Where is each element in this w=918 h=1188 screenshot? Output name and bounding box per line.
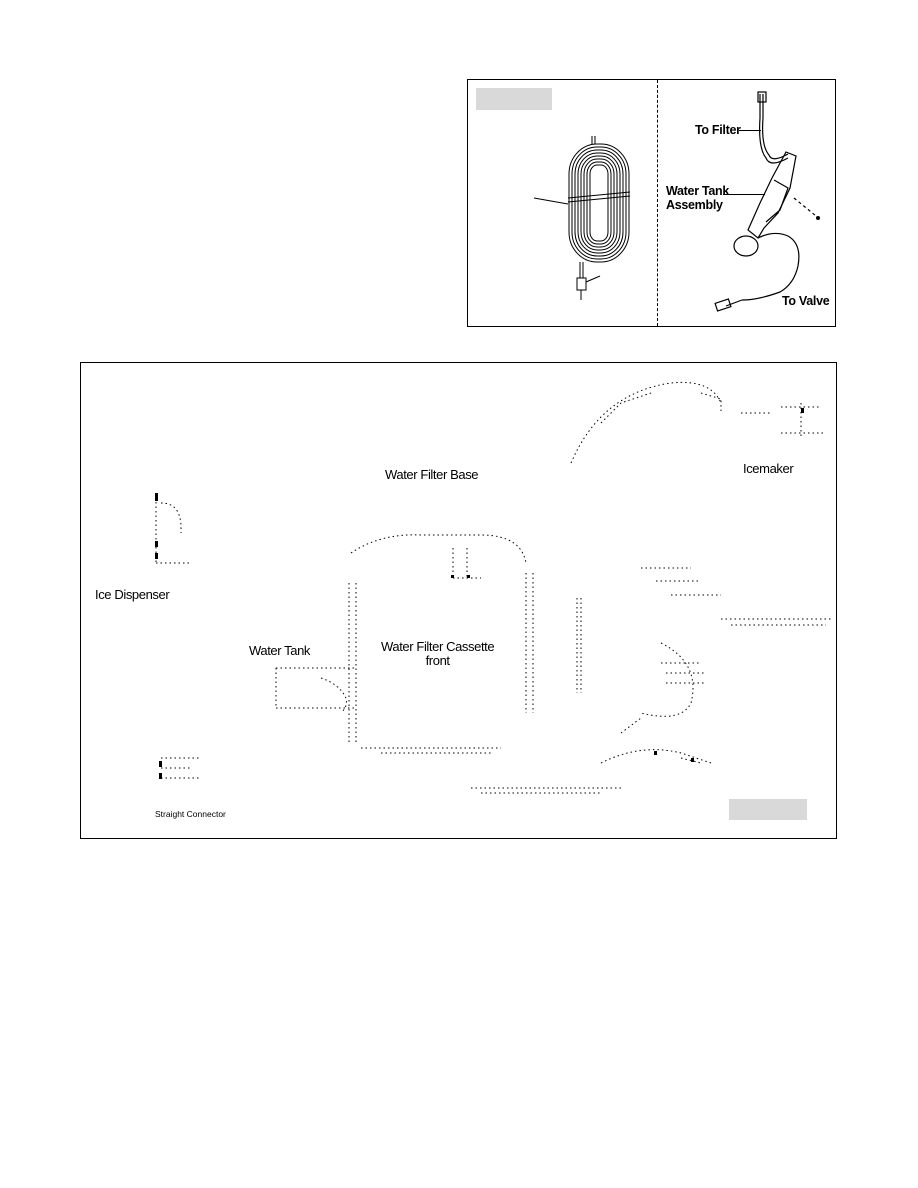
water-tank-assembly-illustration <box>714 91 820 312</box>
water-filter-base-label: Water Filter Base <box>385 467 479 482</box>
water-tank-figure: To Filter Water Tank Assembly To Valve <box>467 79 836 327</box>
straight-connector-label: Straight Connector <box>155 809 226 819</box>
figure-divider <box>657 80 658 326</box>
water-tank-assembly-label-line1: Water Tank <box>666 184 729 198</box>
water-tank-assembly-label: Water Tank Assembly <box>666 184 729 212</box>
water-filter-cassette-label-line2: front <box>425 653 450 668</box>
ice-dispenser-label: Ice Dispenser <box>95 587 170 602</box>
water-line-schematic-drawing <box>155 381 831 794</box>
to-valve-label: To Valve <box>782 294 830 308</box>
water-tank-label: Water Tank <box>249 643 311 658</box>
leader-line <box>723 194 765 196</box>
figure-number-tag <box>729 799 807 820</box>
water-filter-cassette-label-line1: Water Filter Cassette <box>381 639 495 654</box>
water-filter-cassette-label: Water Filter Cassette front <box>381 639 495 668</box>
water-tank-assembly-label-line2: Assembly <box>666 198 723 212</box>
icemaker-label: Icemaker <box>743 461 794 476</box>
coiled-tube-illustration <box>533 136 631 300</box>
figure-number-tag <box>476 88 552 110</box>
water-system-schematic: Water Filter Base Icemaker Ice Dispenser… <box>80 362 837 839</box>
leader-line <box>739 130 761 132</box>
to-filter-label: To Filter <box>695 123 741 137</box>
